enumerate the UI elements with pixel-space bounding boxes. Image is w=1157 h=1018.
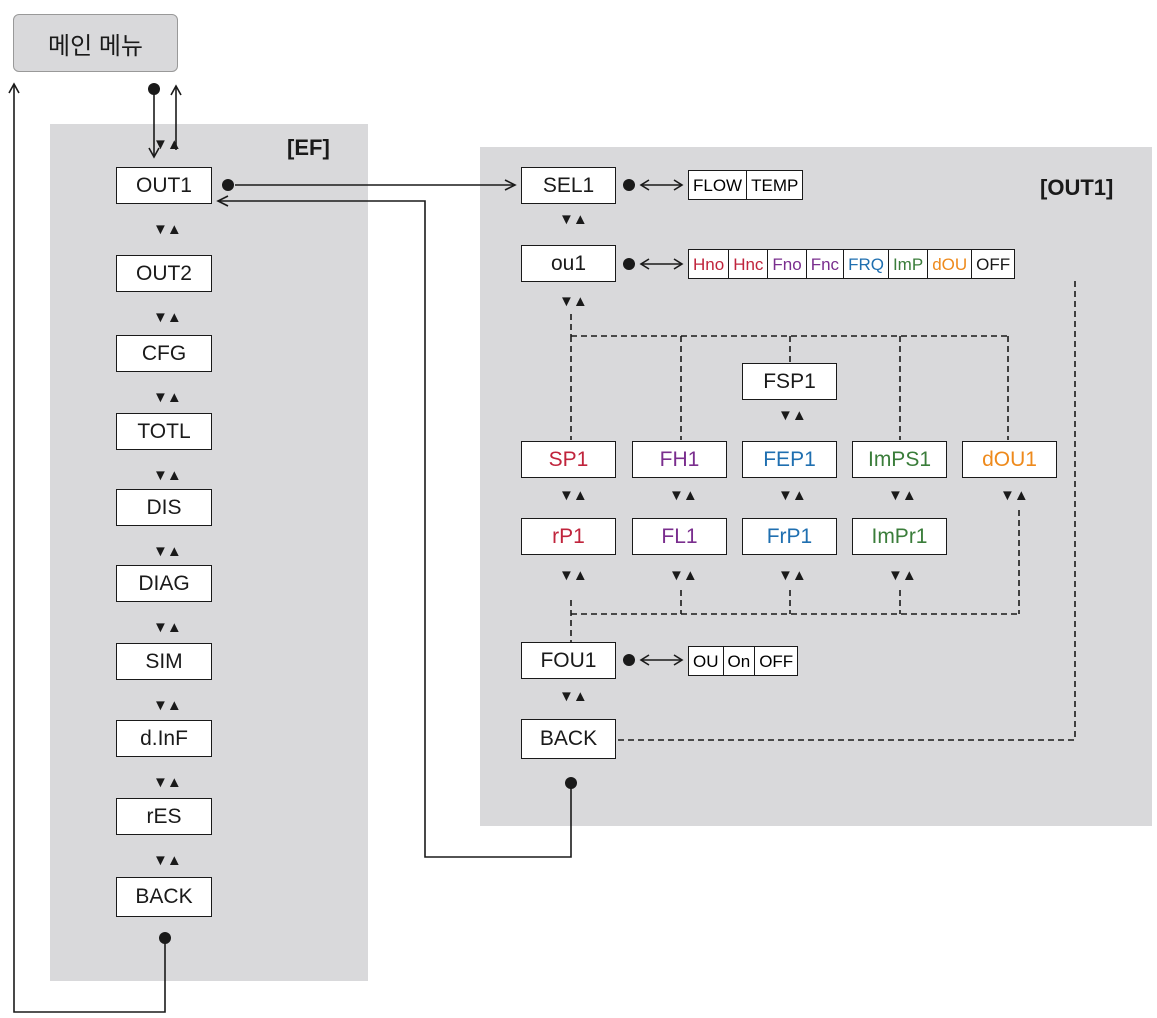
option-item[interactable]: Fno (767, 250, 805, 278)
out1-nav-arrow: ▼▲ (559, 293, 588, 310)
ef-item-cfg[interactable]: CFG (116, 335, 212, 372)
ef-nav-arrow: ▼▲ (153, 136, 182, 153)
ef-nav-arrow: ▼▲ (153, 774, 182, 791)
option-item[interactable]: Fnc (805, 250, 843, 278)
ef-panel-title: [EF] (287, 135, 330, 160)
param-fh1[interactable]: FH1 (632, 441, 727, 478)
option-item[interactable]: Hnc (728, 250, 767, 278)
param-frp1[interactable]: FrP1 (742, 518, 837, 555)
ef-item-dinf[interactable]: d.InF (116, 720, 212, 757)
out1-nav-arrow: ▼▲ (888, 487, 917, 504)
ef-nav-arrow: ▼▲ (153, 389, 182, 406)
option-item[interactable]: OFF (754, 647, 797, 675)
ef-nav-arrow: ▼▲ (153, 852, 182, 869)
option-item[interactable]: FRQ (843, 250, 888, 278)
ef-item-back[interactable]: BACK (116, 877, 212, 917)
ef-back-return-line (13, 84, 166, 1013)
option-item[interactable]: OU (693, 651, 719, 671)
ef-nav-arrow: ▼▲ (153, 619, 182, 636)
out1-nav-arrow: ▼▲ (559, 487, 588, 504)
param-impr1[interactable]: ImPr1 (852, 518, 947, 555)
ef-item-res[interactable]: rES (116, 798, 212, 835)
ef-nav-arrow: ▼▲ (153, 467, 182, 484)
ef-item-out2[interactable]: OUT2 (116, 255, 212, 292)
off-to-back-line (616, 281, 1076, 741)
ef-item-dis[interactable]: DIS (116, 489, 212, 526)
param-dou1[interactable]: dOU1 (962, 441, 1057, 478)
option-item[interactable]: OFF (971, 250, 1014, 278)
sel1-box[interactable]: SEL1 (521, 167, 616, 204)
out1-nav-arrow: ▼▲ (778, 567, 807, 584)
out1-nav-arrow: ▼▲ (888, 567, 917, 584)
out1-nav-arrow: ▼▲ (778, 407, 807, 424)
option-item[interactable]: Hno (693, 254, 725, 274)
ef-item-diag[interactable]: DIAG (116, 565, 212, 602)
option-item[interactable]: FLOW (693, 175, 743, 195)
out1-nav-arrow: ▼▲ (559, 688, 588, 705)
ef-nav-arrow: ▼▲ (153, 697, 182, 714)
param-sp1[interactable]: SP1 (521, 441, 616, 478)
out1-back-return-line (218, 200, 572, 858)
ef-item-sim[interactable]: SIM (116, 643, 212, 680)
out1-back-box[interactable]: BACK (521, 719, 616, 759)
out1-nav-arrow: ▼▲ (669, 487, 698, 504)
param-fep1[interactable]: FEP1 (742, 441, 837, 478)
option-item[interactable]: ImP (887, 250, 927, 278)
out1-dot (222, 179, 234, 191)
ef-nav-arrow: ▼▲ (153, 543, 182, 560)
ou1-box[interactable]: ou1 (521, 245, 616, 282)
fsp1-box[interactable]: FSP1 (742, 363, 837, 400)
option-item[interactable]: On (722, 647, 755, 675)
ef-item-totl[interactable]: TOTL (116, 413, 212, 450)
ef-item-out1[interactable]: OUT1 (116, 167, 212, 204)
param-imps1[interactable]: ImPS1 (852, 441, 947, 478)
out1-nav-arrow: ▼▲ (1000, 487, 1029, 504)
out1-nav-arrow: ▼▲ (559, 567, 588, 584)
ef-back-dot (159, 932, 171, 944)
out1-nav-arrow: ▼▲ (669, 567, 698, 584)
ef-nav-arrow: ▼▲ (153, 221, 182, 238)
option-item[interactable]: dOU (927, 250, 971, 278)
ef-nav-arrow: ▼▲ (153, 309, 182, 326)
option-item[interactable]: TEMP (746, 171, 802, 199)
out1-nav-arrow: ▼▲ (559, 211, 588, 228)
out1-back-dot (565, 777, 577, 789)
fou1-box[interactable]: FOU1 (521, 642, 616, 679)
out1-nav-arrow: ▼▲ (778, 487, 807, 504)
main-menu-button[interactable]: 메인 메뉴 (13, 14, 178, 72)
main-menu-dot (148, 83, 160, 95)
param-rp1[interactable]: rP1 (521, 518, 616, 555)
param-fl1[interactable]: FL1 (632, 518, 727, 555)
out1-panel-title: [OUT1] (1040, 175, 1114, 200)
